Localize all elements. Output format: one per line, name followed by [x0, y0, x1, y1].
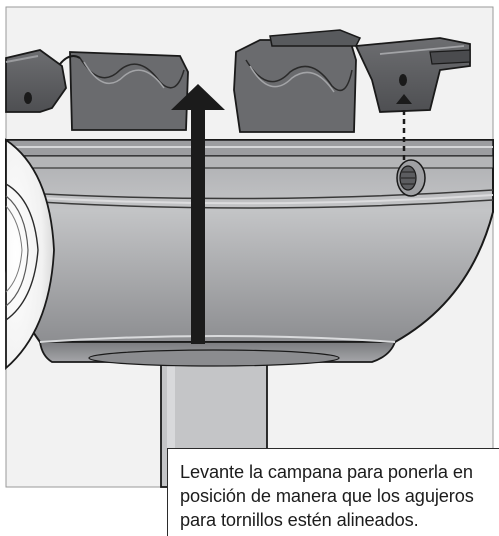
instruction-caption: Levante la campana para ponerla en posic… [180, 462, 474, 530]
left-mounting-bracket [5, 49, 189, 131]
arrow-up-icon [171, 84, 225, 344]
caption-box: Levante la campana para ponerla en posic… [167, 448, 499, 536]
canopy [5, 139, 494, 367]
motor-housing [5, 138, 55, 370]
dashed-arrow-up-icon [396, 94, 412, 162]
right-mounting-bracket [233, 29, 471, 133]
canopy-screw-hole [396, 159, 426, 197]
